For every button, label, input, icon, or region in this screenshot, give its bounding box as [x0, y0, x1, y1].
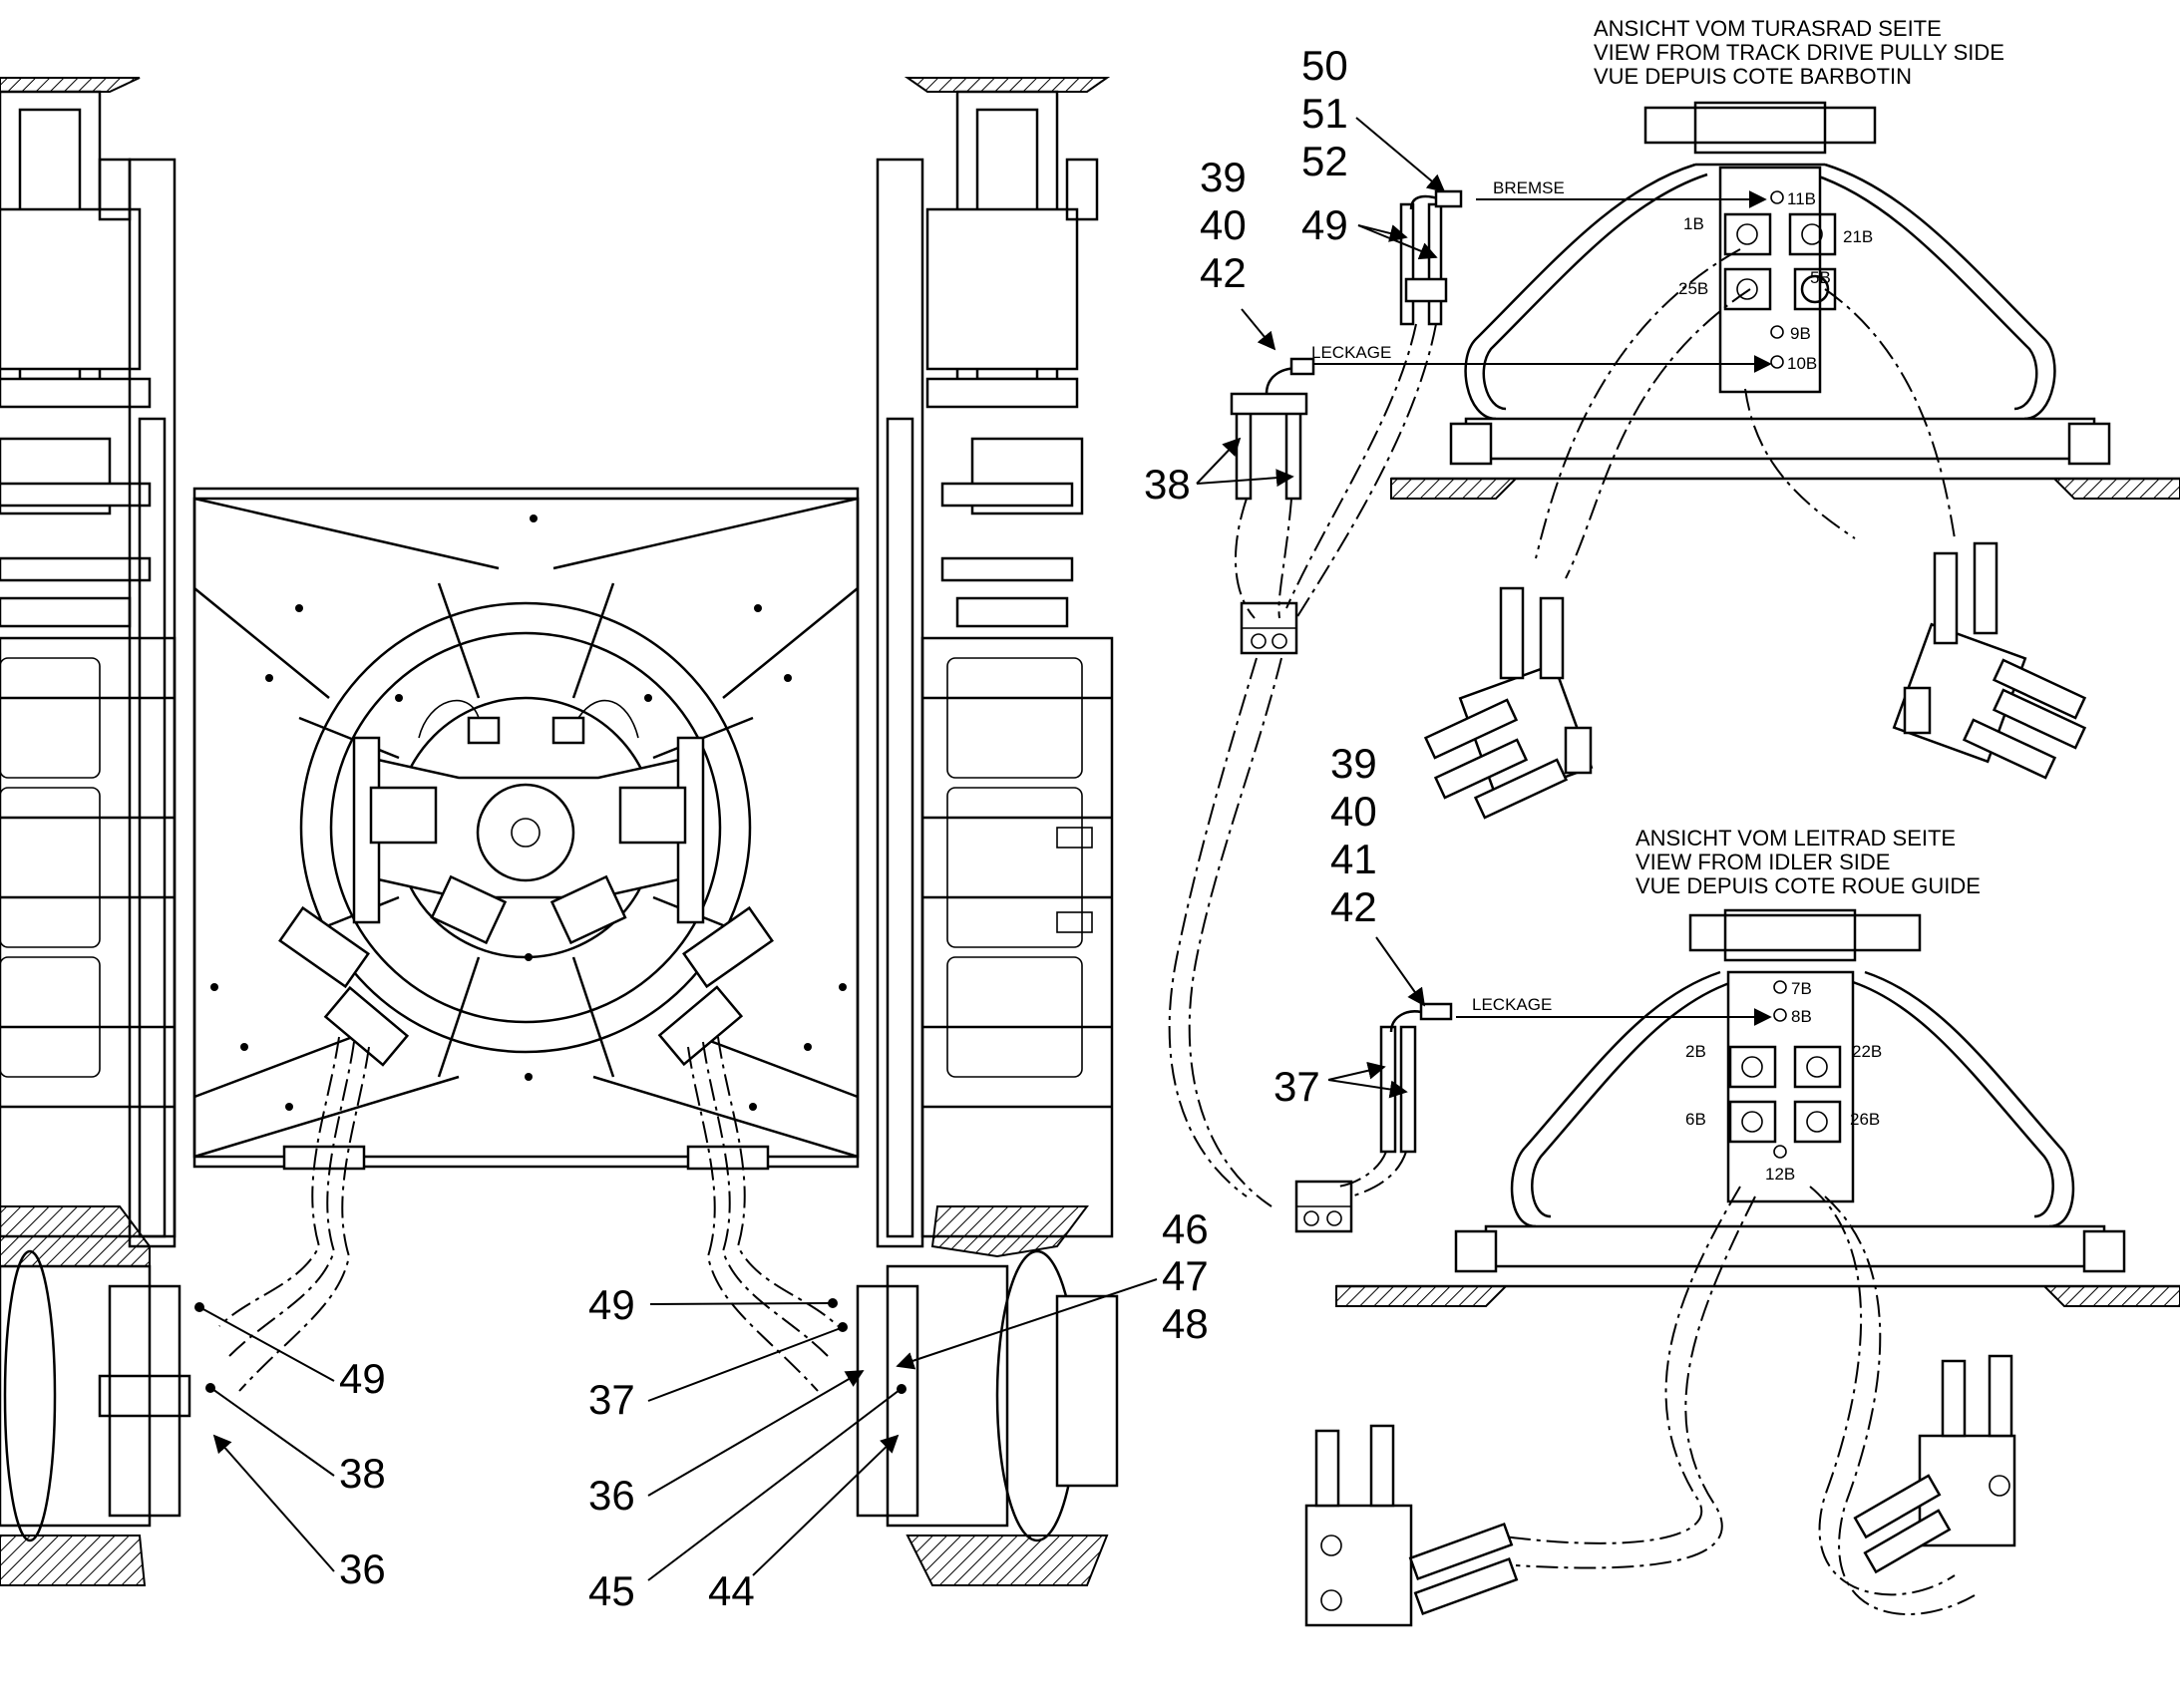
idler-view-title-de: ANSICHT VOM LEITRAD SEITE — [1635, 826, 1956, 851]
callout-37-right: 37 — [588, 1376, 635, 1423]
callout-36-left: 36 — [339, 1545, 386, 1592]
callout-52: 52 — [1301, 138, 1348, 184]
right-track-motor — [856, 1205, 1119, 1586]
callout-40-bottom: 40 — [1330, 788, 1377, 835]
drive-manifold-left — [1423, 586, 1594, 820]
callout-47: 47 — [1162, 1252, 1209, 1299]
track-hoses — [218, 1036, 839, 1392]
idler-view-hoses — [1335, 1151, 1976, 1615]
port-6b: 6B — [1685, 1110, 1706, 1129]
idler-side-view: ANSICHT VOM LEITRAD SEITE VIEW FROM IDLE… — [1273, 740, 2180, 1627]
callout-50: 50 — [1301, 42, 1348, 89]
idler-leak-fitting: 39 40 41 42 37 — [1273, 740, 1453, 1154]
callout-41-bottom: 41 — [1330, 836, 1377, 882]
callout-42-top: 42 — [1200, 249, 1247, 296]
port-1b: 1B — [1683, 214, 1704, 233]
port-7b: 7B — [1791, 979, 1812, 998]
port-21b: 21B — [1843, 227, 1873, 246]
port-25b: 25B — [1678, 279, 1708, 298]
port-5b: 5B — [1810, 268, 1831, 287]
callout-46: 46 — [1162, 1205, 1209, 1252]
callout-44: 44 — [708, 1567, 755, 1614]
port-2b: 2B — [1685, 1042, 1706, 1061]
carbody-bolts — [210, 514, 847, 1111]
callout-38-left: 38 — [339, 1450, 386, 1497]
idler-port-labels: 7B 8B 2B 22B 6B 26B 12B — [1685, 979, 1882, 1184]
carbody — [192, 487, 860, 1171]
left-cylinder-assembly — [0, 77, 177, 1248]
flow-label-bremse: BREMSE — [1493, 178, 1565, 197]
callout-49-left: 49 — [339, 1355, 386, 1402]
brake-fitting-assembly: 50 51 52 49 — [1301, 42, 1463, 326]
left-side-frame — [0, 636, 177, 1238]
callout-51: 51 — [1301, 90, 1348, 137]
drive-view-hoses — [1168, 248, 1956, 1207]
callout-40-top: 40 — [1200, 201, 1247, 248]
drive-view-title-en: VIEW FROM TRACK DRIVE PULLY SIDE — [1594, 40, 2004, 65]
main-view-callouts: 49 38 36 49 37 36 45 44 46 47 48 — [194, 1205, 1209, 1614]
drive-side-view: ANSICHT VOM TURASRAD SEITE VIEW FROM TRA… — [1144, 16, 2180, 1207]
callout-49-top: 49 — [1301, 201, 1348, 248]
flow-label-leckage-top: LECKAGE — [1311, 343, 1391, 362]
right-side-frame — [920, 636, 1114, 1238]
callout-48: 48 — [1162, 1300, 1209, 1347]
callout-39-top: 39 — [1200, 154, 1247, 200]
callout-39-bottom: 39 — [1330, 740, 1377, 787]
leak-fitting-assembly: 39 40 42 38 — [1144, 154, 1315, 508]
port-9b: 9B — [1790, 324, 1811, 343]
callout-38-top: 38 — [1144, 461, 1191, 508]
port-26b: 26B — [1850, 1110, 1880, 1129]
left-track-motor — [0, 1205, 191, 1586]
flow-label-leckage-bottom: LECKAGE — [1472, 995, 1552, 1014]
port-8b: 8B — [1791, 1007, 1812, 1026]
right-cylinder-assembly — [876, 77, 1111, 1248]
main-section-view: 49 38 36 49 37 36 45 44 46 47 48 — [0, 77, 1209, 1614]
drive-view-title-fr: VUE DEPUIS COTE BARBOTIN — [1594, 64, 1912, 89]
port-22b: 22B — [1852, 1042, 1882, 1061]
callout-36-right: 36 — [588, 1472, 635, 1519]
callout-37-bottom: 37 — [1273, 1063, 1320, 1110]
drive-port-labels: 11B 1B 21B 25B 5B 9B 10B — [1678, 189, 1873, 373]
port-11b: 11B — [1787, 189, 1816, 208]
drive-view-title-de: ANSICHT VOM TURASRAD SEITE — [1594, 16, 1942, 41]
port-12b: 12B — [1765, 1165, 1795, 1184]
idler-view-title-fr: VUE DEPUIS COTE ROUE GUIDE — [1635, 873, 1981, 898]
port-10b: 10B — [1787, 354, 1817, 373]
idler-manifold-left — [1304, 1424, 1519, 1627]
callout-42-bottom: 42 — [1330, 883, 1377, 930]
idler-manifold-right — [1853, 1354, 2016, 1574]
callout-45: 45 — [588, 1567, 635, 1614]
callout-49-right: 49 — [588, 1281, 635, 1328]
idler-view-title-en: VIEW FROM IDLER SIDE — [1635, 850, 1890, 874]
drive-manifold-right — [1892, 541, 2087, 780]
